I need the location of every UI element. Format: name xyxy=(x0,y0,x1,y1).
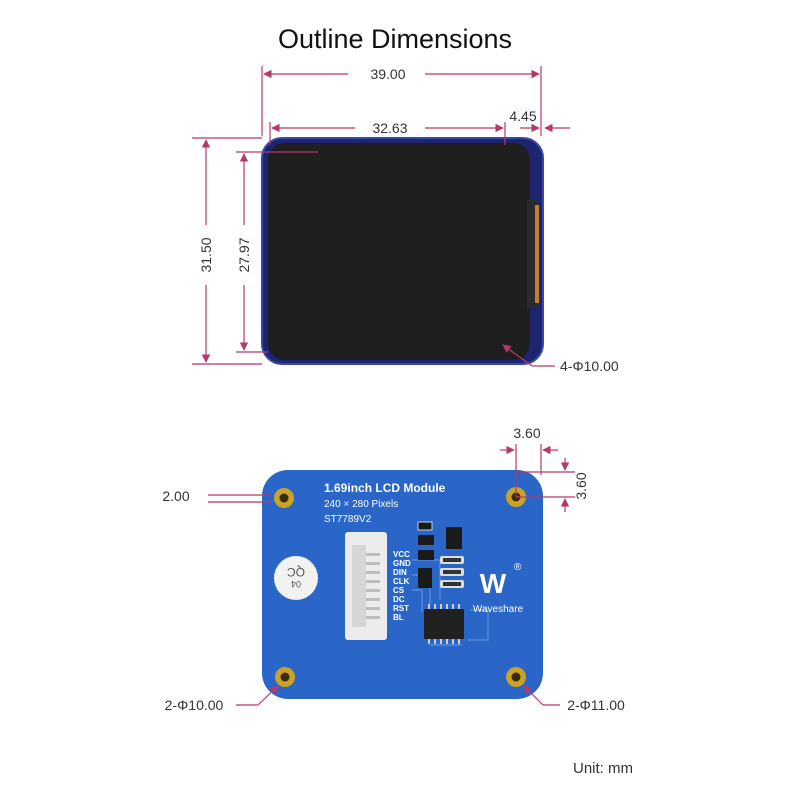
mount-holes xyxy=(274,487,526,687)
qc-sticker: QC 04 xyxy=(274,556,318,600)
logo-mark: W xyxy=(480,568,507,599)
module-title: 1.69inch LCD Module xyxy=(324,481,446,495)
smd-components xyxy=(417,521,464,588)
pin-label: BL xyxy=(393,613,404,622)
overall-width-label: 39.00 xyxy=(370,66,405,82)
pin-label: DC xyxy=(393,595,405,604)
pin-connector xyxy=(345,532,387,640)
pin-label: GND xyxy=(393,559,411,568)
pin-label: RST xyxy=(393,604,409,613)
waveshare-logo: W ® Waveshare xyxy=(473,562,524,615)
pin-label: DIN xyxy=(393,568,407,577)
back-view: 1.69inch LCD Module 240 × 280 Pixels ST7… xyxy=(162,425,625,713)
front-dimension-lines xyxy=(192,66,570,367)
left-hole-label: 2-Φ10.00 xyxy=(165,697,224,713)
diagram-title: Outline Dimensions xyxy=(278,24,512,54)
pin-label: CS xyxy=(393,586,405,595)
registered-mark: ® xyxy=(514,562,522,573)
brand-name: Waveshare xyxy=(473,604,524,615)
qc-label: QC xyxy=(287,565,305,579)
hole-margin-label: 2.00 xyxy=(162,488,189,504)
pin-label: CLK xyxy=(393,577,410,586)
unit-label: Unit: mm xyxy=(573,760,633,777)
hole-offset-y-label: 3.60 xyxy=(573,472,589,499)
right-hole-label: 2-Φ11.00 xyxy=(567,697,625,713)
pin-labels: VCC GND DIN CLK CS DC RST BL xyxy=(393,550,411,622)
lcd-screen xyxy=(268,143,530,360)
hole-offset-x-label: 3.60 xyxy=(513,425,540,441)
module-resolution: 240 × 280 Pixels xyxy=(324,499,398,510)
screen-height-label: 27.97 xyxy=(236,237,252,272)
screen-width-label: 32.63 xyxy=(372,120,407,136)
corner-radius-label: 4-Φ10.00 xyxy=(560,358,619,374)
qc-number: 04 xyxy=(291,579,301,589)
front-view: 39.00 32.63 4.45 31.50 27.97 4-Φ10.00 xyxy=(192,66,619,374)
module-driver: ST7789V2 xyxy=(324,514,372,525)
side-offset-label: 4.45 xyxy=(509,108,536,124)
pin-label: VCC xyxy=(393,550,410,559)
back-dimension-lines xyxy=(208,444,575,706)
pcb-board xyxy=(262,470,543,699)
ic-chip xyxy=(424,604,464,644)
overall-height-label: 31.50 xyxy=(198,237,214,272)
fpc-strip xyxy=(527,200,537,308)
fpc-strip-edge xyxy=(535,205,539,303)
